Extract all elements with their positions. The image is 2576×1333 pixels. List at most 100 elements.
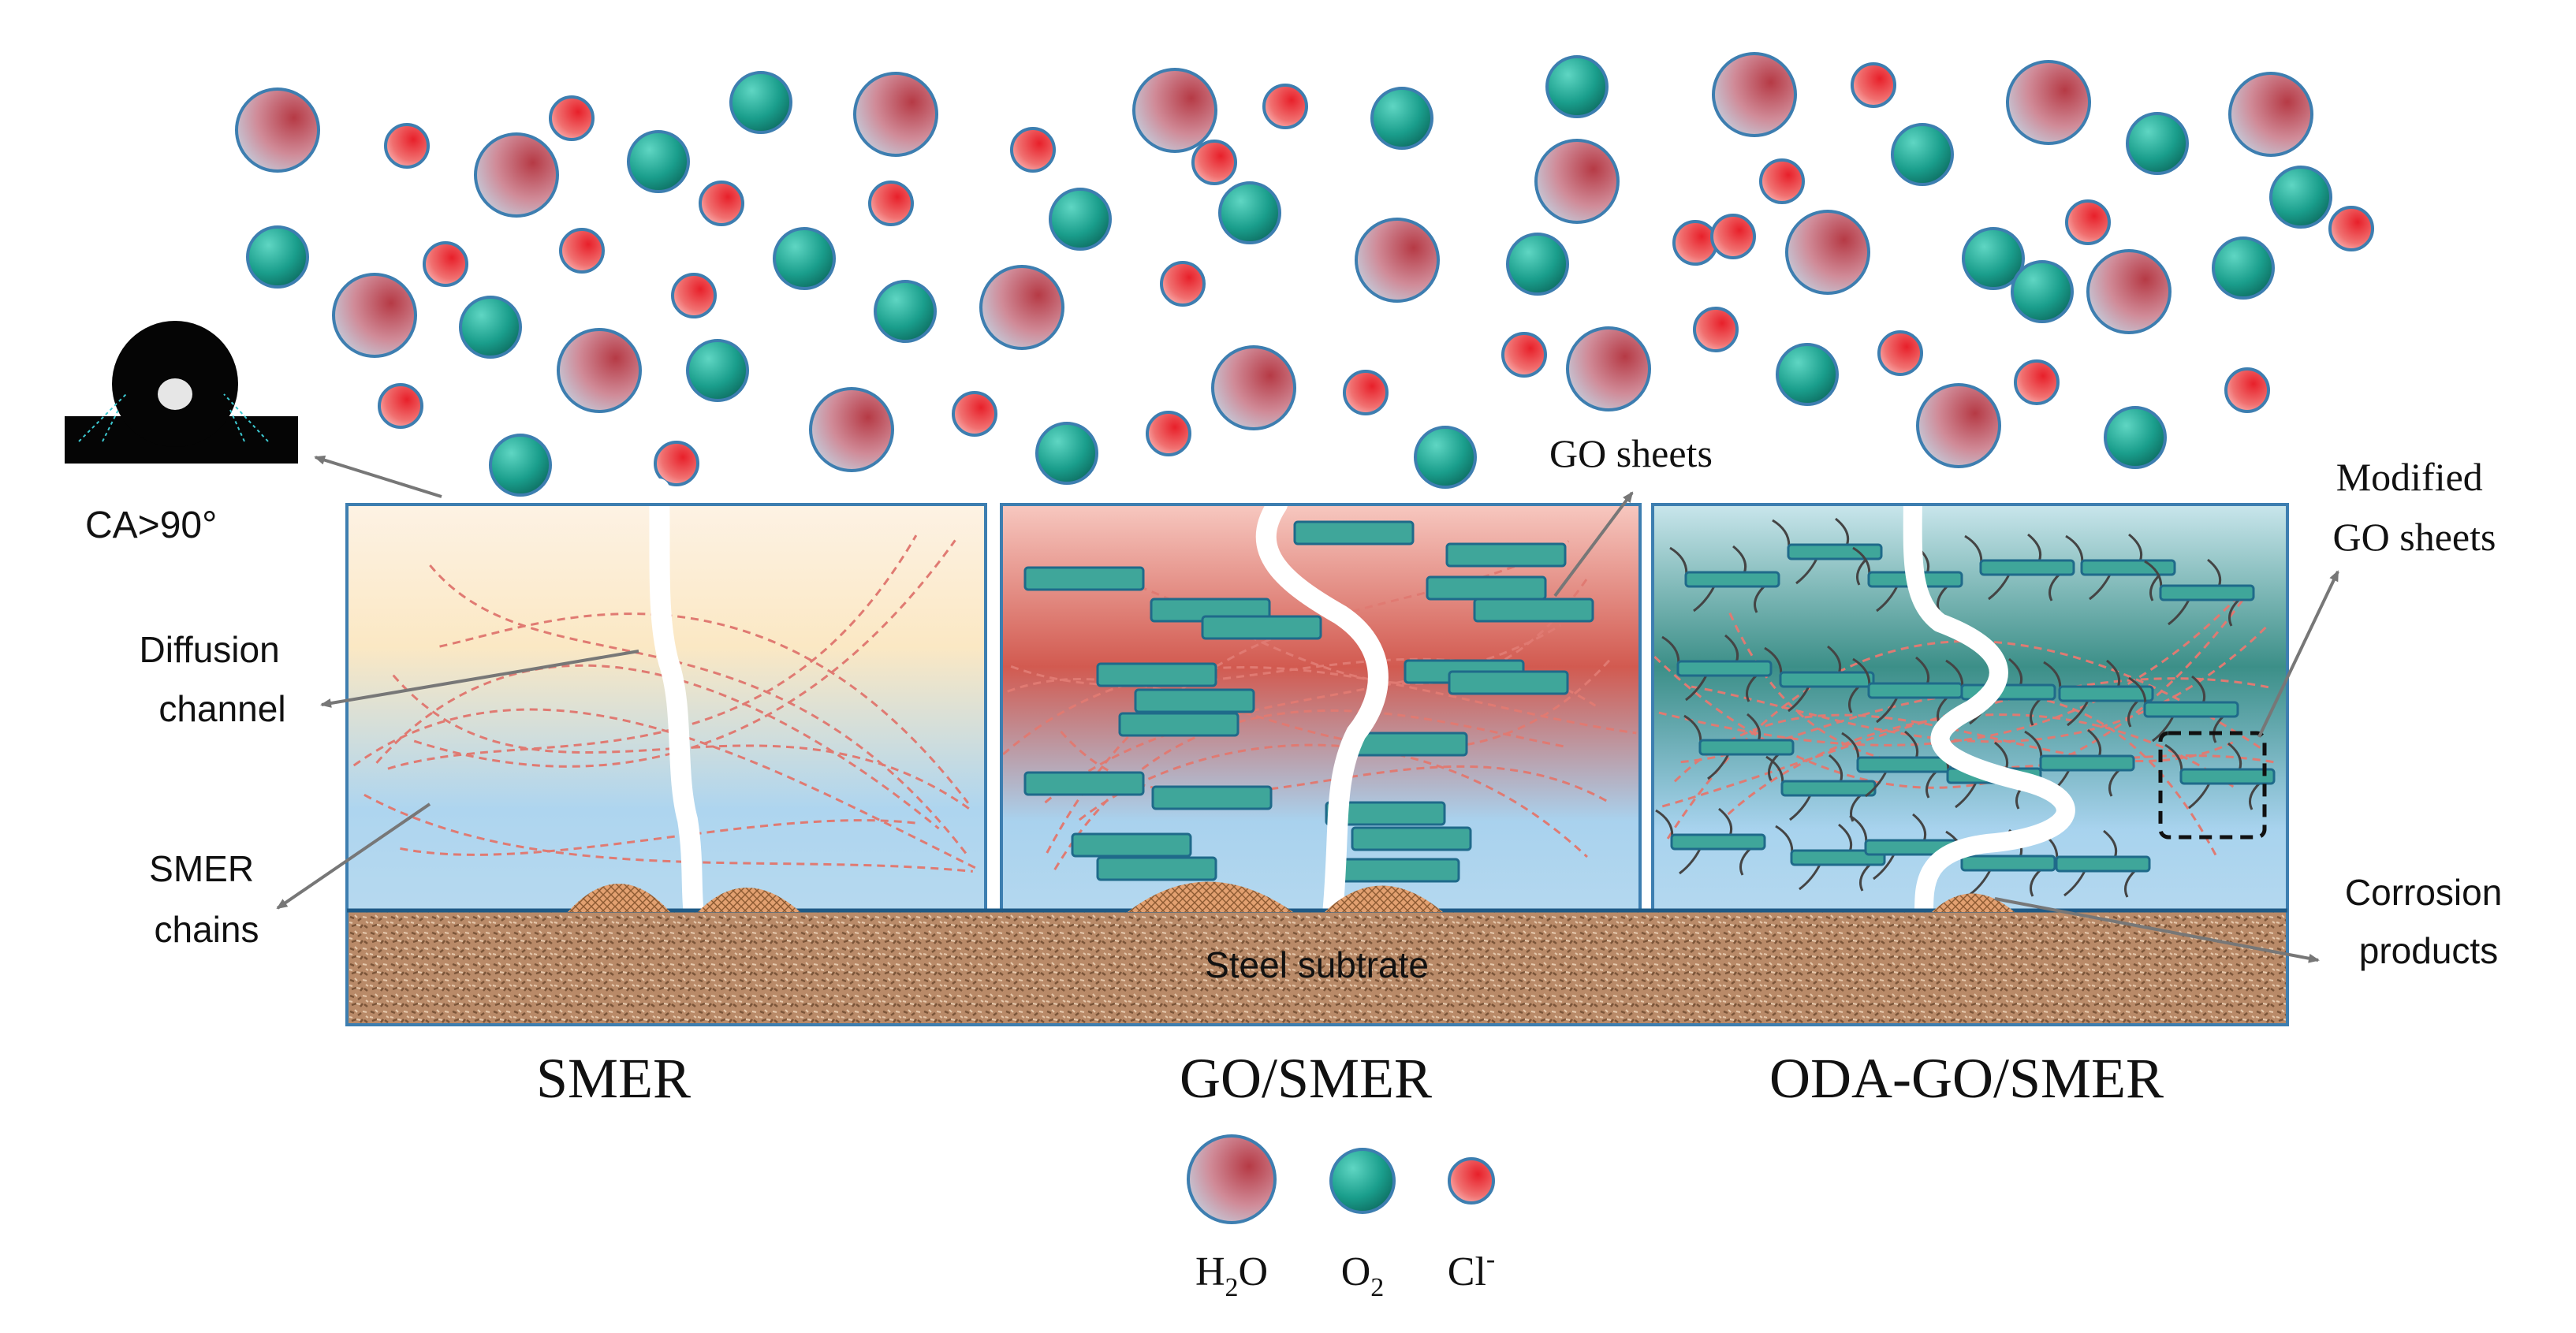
arrow-modified-go-sheets (2257, 570, 2339, 738)
smer-chain (375, 664, 940, 830)
legend-cl-symbol (1448, 1157, 1495, 1205)
smer-chain (1658, 582, 2252, 747)
o2-molecule (459, 296, 522, 359)
corrosion-mound (568, 884, 670, 912)
go-sheet (1096, 856, 1217, 881)
o2-molecule (2126, 112, 2189, 175)
modified-go-sheet (2164, 742, 2276, 810)
corrosion-mound (1932, 893, 2015, 912)
chloride-ion (671, 273, 717, 318)
chloride-ion (1851, 62, 1896, 108)
chloride-ion (423, 241, 468, 287)
modified-go-sheet (1841, 730, 1952, 799)
legend-h2o-label: H2O (1195, 1249, 1268, 1302)
o2-molecule (1776, 343, 1839, 406)
h2o-molecule (474, 132, 559, 218)
go-sheet (1351, 826, 1472, 851)
modified-go-sheet (1661, 634, 1773, 702)
legend: H2O O2 Cl- (1187, 1134, 1495, 1302)
h2o-molecule (1211, 345, 1296, 430)
o2-molecule (246, 225, 309, 289)
smer-chain (1053, 709, 1566, 871)
o2-molecule (2269, 166, 2332, 229)
chloride-ion (2014, 359, 2060, 405)
go-sheet (1473, 598, 1594, 623)
o2-molecule (2104, 406, 2167, 469)
modified-go-sheet (1764, 645, 1875, 713)
panel-title-smer: SMER (536, 1047, 691, 1110)
substrate-label: Steel subtrate (1205, 944, 1429, 985)
go-sheet (1201, 615, 1322, 640)
corrosion-products-label: Corrosion products (2345, 872, 2512, 971)
arrow-smer-chains (276, 802, 431, 910)
chloride-ion (1146, 411, 1191, 456)
o2-molecule (729, 71, 792, 134)
modified-go-sheet (1765, 754, 1877, 822)
o2-molecule (1218, 181, 1281, 244)
legend-cl-label: Cl- (1448, 1245, 1495, 1294)
o2-molecule (2011, 260, 2074, 323)
go-sheet (1151, 785, 1273, 810)
smer-chain (1010, 657, 1597, 707)
o2-molecule (1370, 87, 1433, 150)
steel-substrate (345, 909, 2289, 1026)
chloride-ion (868, 181, 914, 226)
smer-chain (413, 539, 956, 768)
go-sheet (1325, 801, 1446, 826)
h2o-molecule (853, 72, 938, 157)
o2-molecule (1035, 422, 1098, 485)
o2-molecule (1049, 188, 1112, 251)
go-sheets-group (1023, 520, 1594, 883)
h2o-molecule (2228, 72, 2313, 157)
o2-molecule (1506, 233, 1569, 296)
h2o-molecule (2086, 249, 2172, 334)
modified-go-sheet (2128, 675, 2239, 743)
corrosion-mound (698, 888, 800, 912)
h2o-molecule (1355, 218, 1440, 303)
chloride-ion (1160, 261, 1206, 307)
legend-h2o-symbol (1187, 1134, 1277, 1224)
smer-chain (1653, 598, 2246, 789)
chloride-ion (952, 391, 997, 437)
modified-go-sheet (2065, 533, 2176, 601)
modified-go-sheet (1669, 545, 1780, 613)
modified-go-sheet (1683, 713, 1795, 781)
chloride-ion (699, 181, 744, 226)
smer-chains-label: SMER chains (149, 848, 264, 950)
smer-chain (363, 794, 973, 873)
modified-go-sheet (2024, 728, 2135, 797)
modified-go-sheet (1655, 807, 1766, 876)
smer-chain (1666, 639, 2261, 840)
go-sheet (1071, 832, 1192, 858)
arrow-corrosion-products (1994, 897, 2320, 963)
h2o-molecule (235, 88, 320, 173)
o2-molecule (686, 339, 749, 402)
chloride-ion (2224, 367, 2270, 413)
h2o-molecule (1785, 210, 1870, 295)
go-sheet (1118, 712, 1240, 737)
chloride-ion (1191, 140, 1237, 185)
modified-go-sheets-group (1655, 517, 2276, 898)
modified-go-highlight-box (2158, 731, 2267, 840)
smer-chain (1044, 624, 1561, 804)
go-sheet (1448, 670, 1569, 695)
diffusion-channel-smer (649, 478, 704, 925)
modified-go-sheet (1775, 823, 1886, 892)
chloride-ion (2328, 206, 2374, 251)
molecule-cloud (235, 52, 2374, 497)
diffusion-channel-label: Diffusion channel (140, 629, 290, 729)
chloride-ion (559, 228, 605, 274)
water-droplet-contact-angle-icon (65, 321, 298, 464)
smer-chain (1060, 730, 1612, 805)
chloride-ion (1693, 307, 1739, 352)
chloride-ion (1501, 332, 1547, 378)
smer-chain (1078, 743, 1588, 858)
contact-angle-label: CA>90° (85, 505, 217, 546)
h2o-molecule (1712, 52, 1797, 137)
chloride-ion (1759, 158, 1805, 204)
h2o-molecule (557, 328, 642, 413)
chloride-ion (1343, 370, 1389, 415)
arrow-diffusion-channel (320, 650, 639, 708)
chloride-ion (1262, 84, 1308, 129)
o2-molecule (2212, 236, 2275, 300)
